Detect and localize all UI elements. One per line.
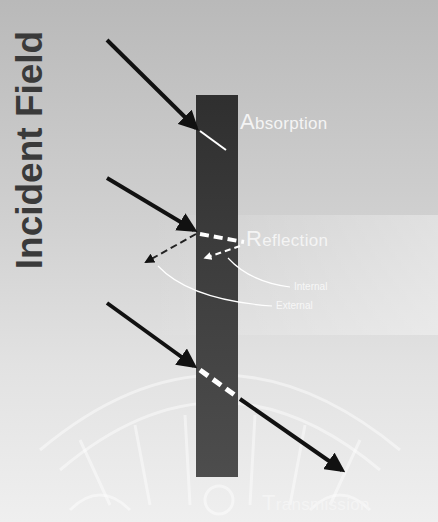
sub-label: External <box>276 300 313 311</box>
axis-label: Incident Field <box>9 31 51 269</box>
internal-reflection <box>205 246 240 258</box>
material-slab <box>196 95 238 477</box>
leader-line <box>228 258 290 287</box>
transmitted-ray <box>200 370 236 396</box>
process-label: Reflection <box>246 226 328 252</box>
incident-ray <box>107 40 196 128</box>
absorbed-ray <box>200 131 226 150</box>
sub-label: Internal <box>294 281 327 292</box>
leader-line <box>158 266 272 306</box>
internal-ray <box>200 234 244 242</box>
process-label: Absorption <box>240 109 328 135</box>
transmitted-ray <box>240 399 342 470</box>
process-label: Transmission <box>262 490 370 516</box>
external-reflection <box>146 234 196 262</box>
incident-ray <box>107 303 194 366</box>
light-band <box>150 215 438 335</box>
incident-ray <box>107 178 194 230</box>
